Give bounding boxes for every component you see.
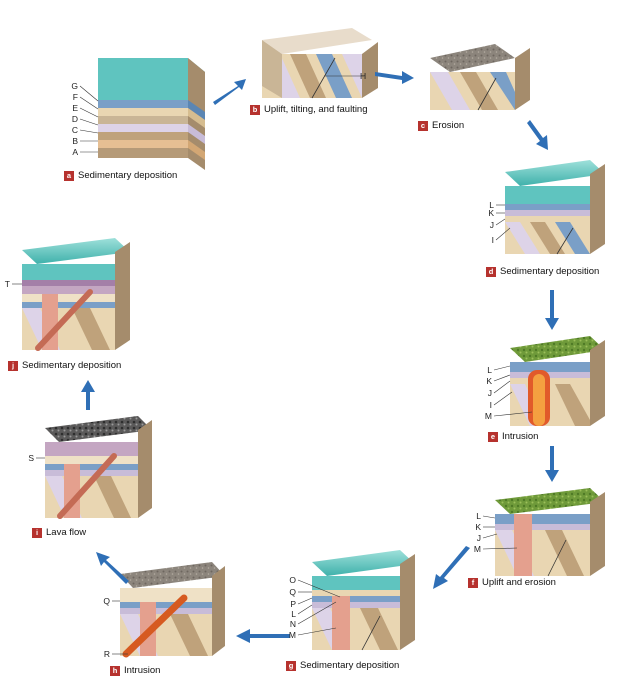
- arrow-i-j: [81, 380, 95, 410]
- arrow-h-i: [96, 552, 129, 584]
- label-f-k: K: [475, 522, 481, 532]
- caption-b: b Uplift, tilting, and faulting: [250, 104, 368, 115]
- panel-g: [312, 550, 415, 651]
- water-layer: [98, 58, 188, 100]
- arrow-b-c: [375, 71, 414, 84]
- label-g-o: O: [289, 575, 296, 585]
- badge-g: g: [286, 660, 296, 671]
- arrow-e-f: [545, 446, 559, 482]
- flow-arrows: [81, 71, 559, 643]
- label-a-d: D: [71, 114, 78, 124]
- caption-b-text: Uplift, tilting, and faulting: [264, 104, 368, 115]
- label-f-l: L: [476, 511, 481, 521]
- caption-f: f Uplift and erosion: [468, 577, 556, 588]
- leader-lines: [12, 75, 533, 655]
- caption-c: c Erosion: [418, 120, 464, 131]
- arrow-a-b: [213, 79, 246, 105]
- label-b-h: H: [360, 71, 367, 81]
- badge-b: b: [250, 104, 260, 115]
- label-g-m: M: [288, 630, 296, 640]
- arrow-f-g: [433, 546, 470, 589]
- panel-f: [495, 488, 605, 577]
- label-f-j: J: [476, 533, 481, 543]
- panel-d: [505, 160, 605, 255]
- label-g-q: Q: [289, 587, 296, 597]
- badge-d: d: [486, 266, 496, 277]
- badge-e: e: [488, 431, 498, 442]
- label-e-k: K: [486, 376, 492, 386]
- label-a-g: G: [71, 81, 78, 91]
- caption-d: d Sedimentary deposition: [486, 266, 599, 277]
- caption-e-text: Intrusion: [502, 431, 539, 442]
- arrow-c-d: [527, 120, 548, 150]
- caption-g: g Sedimentary deposition: [286, 660, 399, 671]
- label-g-l: L: [291, 609, 296, 619]
- label-e-i: I: [489, 400, 492, 410]
- label-a-c: C: [71, 125, 78, 135]
- badge-j: j: [8, 360, 18, 371]
- caption-j-text: Sedimentary deposition: [22, 360, 122, 371]
- label-f-m: M: [473, 544, 481, 554]
- arrow-g-h: [236, 629, 290, 643]
- label-i-s: S: [28, 453, 34, 463]
- label-e-m: M: [484, 411, 492, 421]
- caption-h-text: Intrusion: [124, 665, 161, 676]
- badge-a: a: [64, 170, 74, 181]
- intrusion-r: [122, 594, 188, 658]
- panel-c: [430, 44, 530, 111]
- panel-i: [45, 416, 152, 519]
- label-e-l: L: [487, 365, 492, 375]
- caption-f-text: Uplift and erosion: [482, 577, 556, 588]
- label-a-e: E: [72, 103, 78, 113]
- intrusion-m-remnant: [514, 514, 532, 576]
- badge-i: i: [32, 527, 42, 538]
- badge-f: f: [468, 577, 478, 588]
- label-h-q: Q: [103, 596, 110, 606]
- arrow-d-e: [545, 290, 559, 330]
- caption-a-text: Sedimentary deposition: [78, 170, 178, 181]
- caption-e: e Intrusion: [488, 431, 538, 442]
- label-j-t: T: [4, 279, 10, 289]
- label-d-j: J: [489, 220, 494, 230]
- caption-c-text: Erosion: [432, 120, 465, 131]
- label-g-p: P: [290, 599, 296, 609]
- panel-a: [98, 58, 205, 170]
- panel-b: [262, 28, 378, 99]
- label-d-i: I: [491, 235, 494, 245]
- label-a-f: F: [72, 92, 78, 102]
- badge-h: h: [110, 665, 120, 676]
- caption-j: j Sedimentary deposition: [8, 360, 121, 371]
- caption-g-text: Sedimentary deposition: [300, 660, 400, 671]
- caption-i: i Lava flow: [32, 527, 86, 538]
- panel-j: [22, 238, 130, 351]
- caption-d-text: Sedimentary deposition: [500, 266, 600, 277]
- label-g-n: N: [289, 619, 296, 629]
- caption-a: a Sedimentary deposition: [64, 170, 177, 181]
- label-h-r: R: [103, 649, 110, 659]
- panel-e: [510, 336, 605, 426]
- panel-h: [120, 562, 225, 658]
- label-d-k: K: [488, 208, 494, 218]
- label-a-a: A: [72, 147, 78, 157]
- label-a-b: B: [72, 136, 78, 146]
- badge-c: c: [418, 120, 428, 131]
- label-e-j: J: [487, 388, 492, 398]
- caption-h: h Intrusion: [110, 665, 160, 676]
- label-d-l: L: [489, 200, 494, 210]
- caption-i-text: Lava flow: [46, 527, 87, 538]
